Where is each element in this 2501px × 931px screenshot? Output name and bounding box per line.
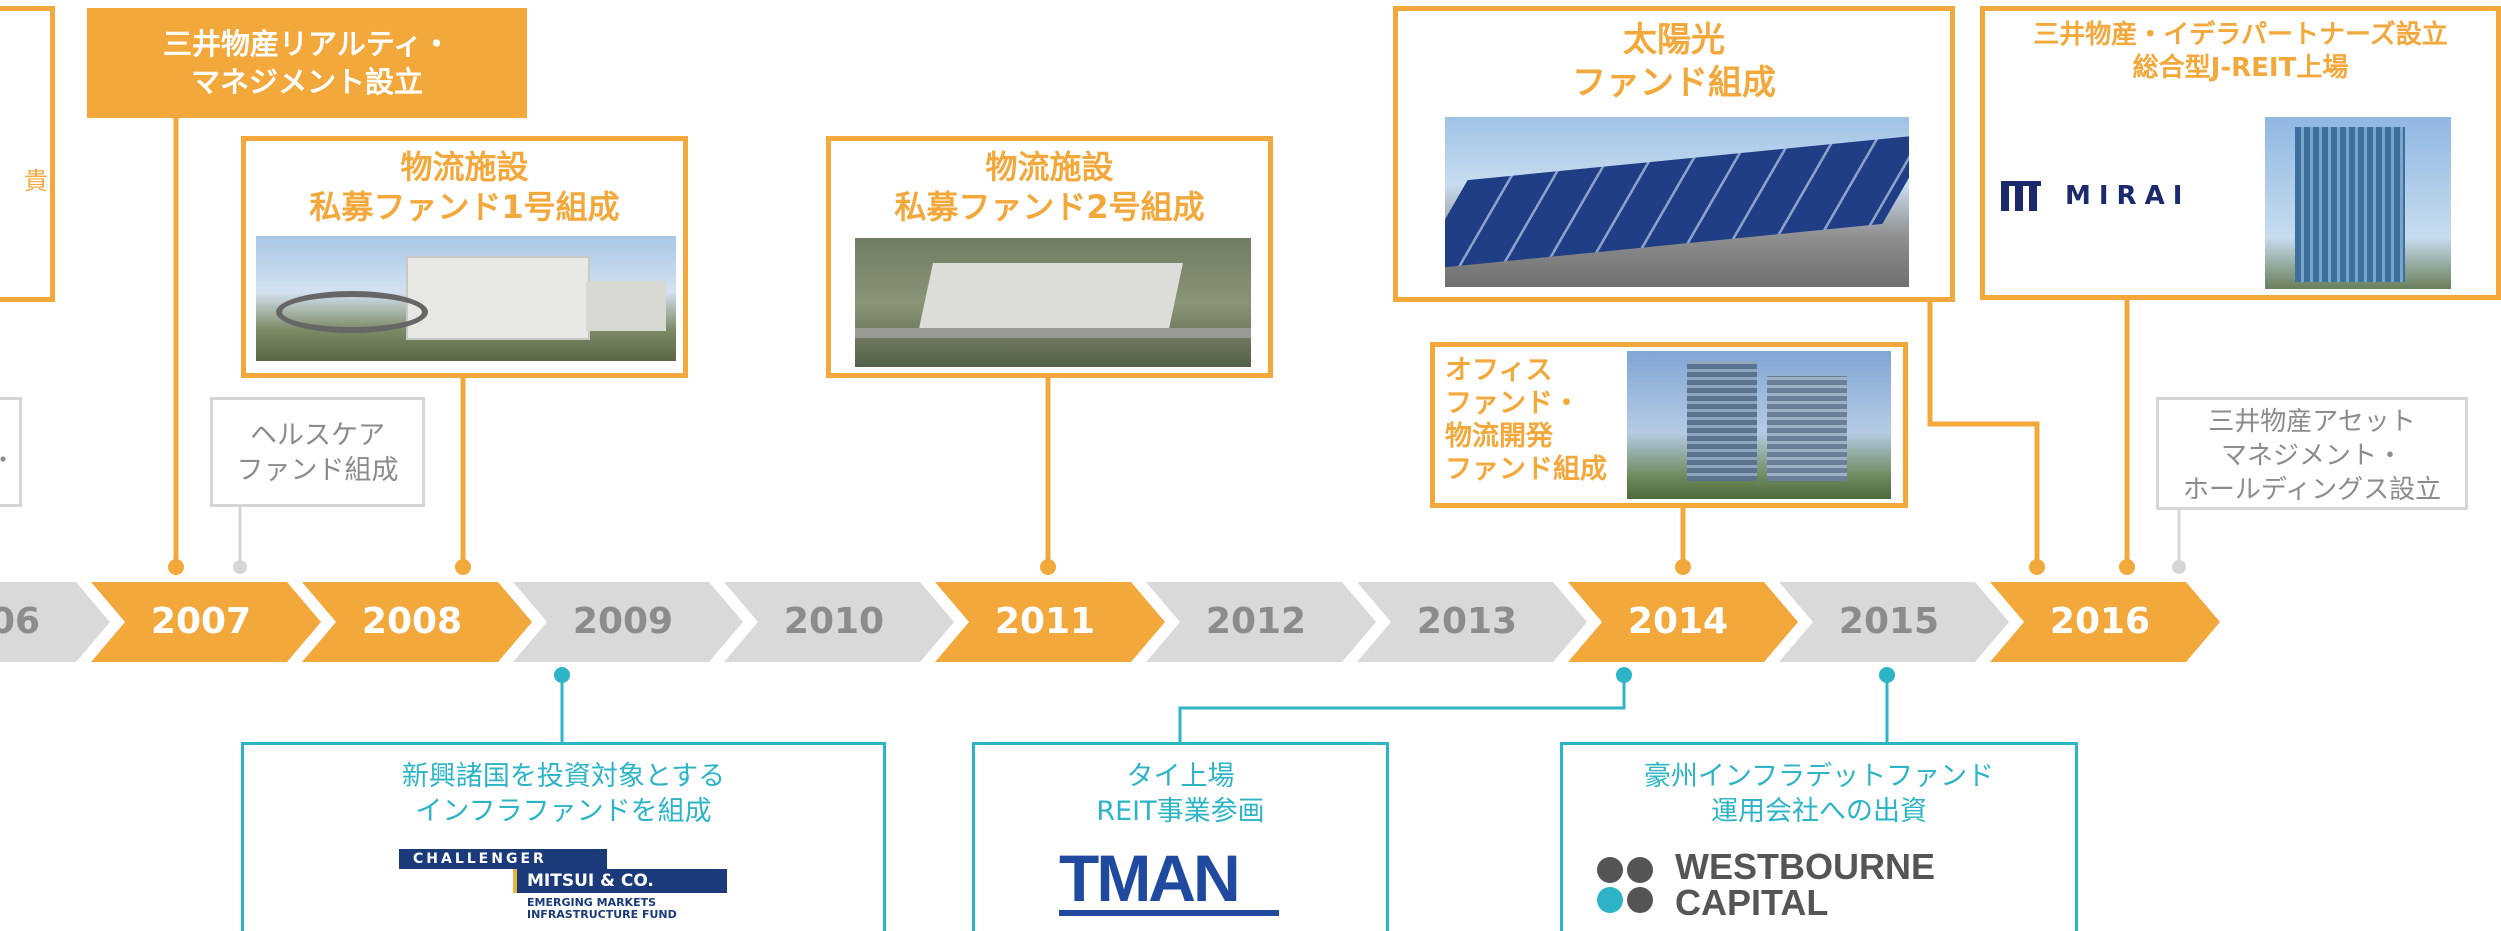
- event-title: 物流施設 私募ファンド1号組成: [309, 148, 620, 226]
- challenger-logo: CHALLENGER MITSUI & CO. EMERGING MARKETS…: [399, 849, 739, 921]
- year-label: 2011: [994, 601, 1096, 642]
- year-chevron-2011: 2011: [935, 582, 1165, 662]
- mirai-building-photo: [2265, 117, 2451, 289]
- year-label: 2009: [572, 601, 674, 642]
- year-chevron-2016: 2016: [1990, 582, 2220, 662]
- year-label: 2015: [1838, 601, 1940, 642]
- event-solar-fund: 太陽光 ファンド組成: [1393, 6, 1955, 302]
- event-logistics-fund-1: 物流施設 私募ファンド1号組成: [241, 136, 688, 378]
- event-office-logistics: オフィス ファンド・ 物流開発 ファンド組成: [1430, 342, 1908, 508]
- event-realty-mgmt: 三井物産リアルティ・ マネジメント設立: [87, 8, 527, 118]
- year-chevron-2014: 2014: [1568, 582, 1798, 662]
- mirai-mark-icon: [2001, 181, 2041, 211]
- year-label: 2010: [783, 601, 885, 642]
- year-label: 2008: [361, 601, 463, 642]
- year-label: 2006: [0, 601, 41, 642]
- partial-text: 貴: [24, 167, 48, 195]
- event-asset-mgmt: 三井物産アセット マネジメント・ ホールディングス設立: [2156, 397, 2468, 510]
- event-thai-reit: タイ上場 REIT事業参画 TMAN: [972, 742, 1389, 931]
- year-label: 2016: [2049, 601, 2151, 642]
- year-label: 2007: [150, 601, 252, 642]
- year-chevron-2007: 2007: [91, 582, 321, 662]
- event-aus-infra: 豪州インフラデットファンド 運用会社への出資 WESTBOURNE CAPITA…: [1560, 742, 2078, 931]
- year-label: 2013: [1416, 601, 1518, 642]
- event-logistics-fund-2: 物流施設 私募ファンド2号組成: [826, 136, 1273, 378]
- westbourne-logo: WESTBOURNE CAPITAL: [1597, 849, 1935, 921]
- warehouse-photo-1: [256, 236, 676, 361]
- year-chevron-2010: 2010: [724, 582, 954, 662]
- year-chevron-2012: 2012: [1146, 582, 1376, 662]
- partial-gray-box: ・: [0, 397, 22, 507]
- event-title: オフィス ファンド・ 物流開発 ファンド組成: [1445, 355, 1607, 485]
- mirai-logo: MIRAI: [2001, 181, 2190, 211]
- event-healthcare: ヘルスケア ファンド組成: [210, 397, 425, 507]
- year-chevron-2006: 2006: [0, 582, 110, 662]
- event-emerging-infra: 新興諸国を投資対象とする インフラファンドを組成 CHALLENGER MITS…: [241, 742, 886, 931]
- event-title: 三井物産・イデラパートナーズ設立 総合型J-REIT上場: [2033, 20, 2448, 83]
- year-chevron-2013: 2013: [1357, 582, 1587, 662]
- office-building-photo: [1627, 351, 1891, 499]
- year-chevron-2009: 2009: [513, 582, 743, 662]
- year-label: 2014: [1627, 601, 1729, 642]
- event-mirai: 三井物産・イデラパートナーズ設立 総合型J-REIT上場 MIRAI: [1980, 6, 2501, 300]
- partial-event-box: 貴: [0, 6, 55, 302]
- event-title: 太陽光 ファンド組成: [1572, 20, 1776, 103]
- warehouse-photo-2: [855, 238, 1251, 367]
- westbourne-dots-icon: [1597, 857, 1657, 913]
- event-title: 物流施設 私募ファンド2号組成: [894, 148, 1205, 226]
- solar-panel-photo: [1445, 117, 1909, 287]
- year-label: 2012: [1205, 601, 1307, 642]
- year-chevron-2015: 2015: [1779, 582, 2009, 662]
- year-chevron-2008: 2008: [302, 582, 532, 662]
- tman-logo: TMAN: [1059, 841, 1241, 915]
